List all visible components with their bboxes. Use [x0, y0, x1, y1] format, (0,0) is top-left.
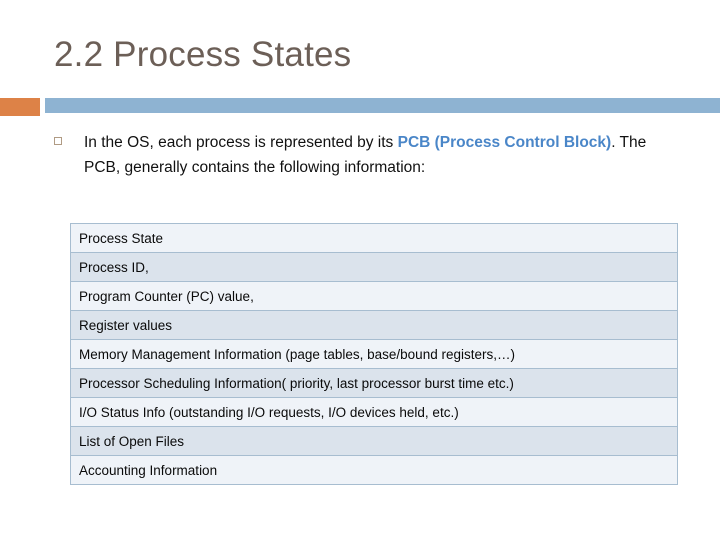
table-row: Accounting Information [71, 456, 677, 485]
table-row: Register values [71, 311, 677, 340]
table-row: Program Counter (PC) value, [71, 282, 677, 311]
list-item: In the OS, each process is represented b… [48, 130, 648, 180]
bullet-paragraph: In the OS, each process is represented b… [84, 134, 646, 176]
table-row: I/O Status Info (outstanding I/O request… [71, 398, 677, 427]
bullet-list: In the OS, each process is represented b… [48, 130, 648, 180]
bullet-text-lead: In the OS, each process is represented b… [84, 134, 398, 151]
page-title: 2.2 Process States [54, 35, 352, 74]
square-bullet-icon [54, 137, 62, 145]
pcb-fields-table: Process State Process ID, Program Counte… [70, 223, 678, 485]
bullet-text-highlight: PCB (Process Control Block) [397, 134, 612, 151]
table-row: Process ID, [71, 253, 677, 282]
table-row: List of Open Files [71, 427, 677, 456]
table-row: Process State [71, 224, 677, 253]
table-row: Processor Scheduling Information( priori… [71, 369, 677, 398]
accent-square-decoration [0, 98, 40, 116]
title-divider [0, 96, 720, 118]
accent-bar-decoration [45, 98, 720, 113]
table-row: Memory Management Information (page tabl… [71, 340, 677, 369]
bullet-text-tail: . The PCB, generally contains the follow… [84, 134, 647, 176]
